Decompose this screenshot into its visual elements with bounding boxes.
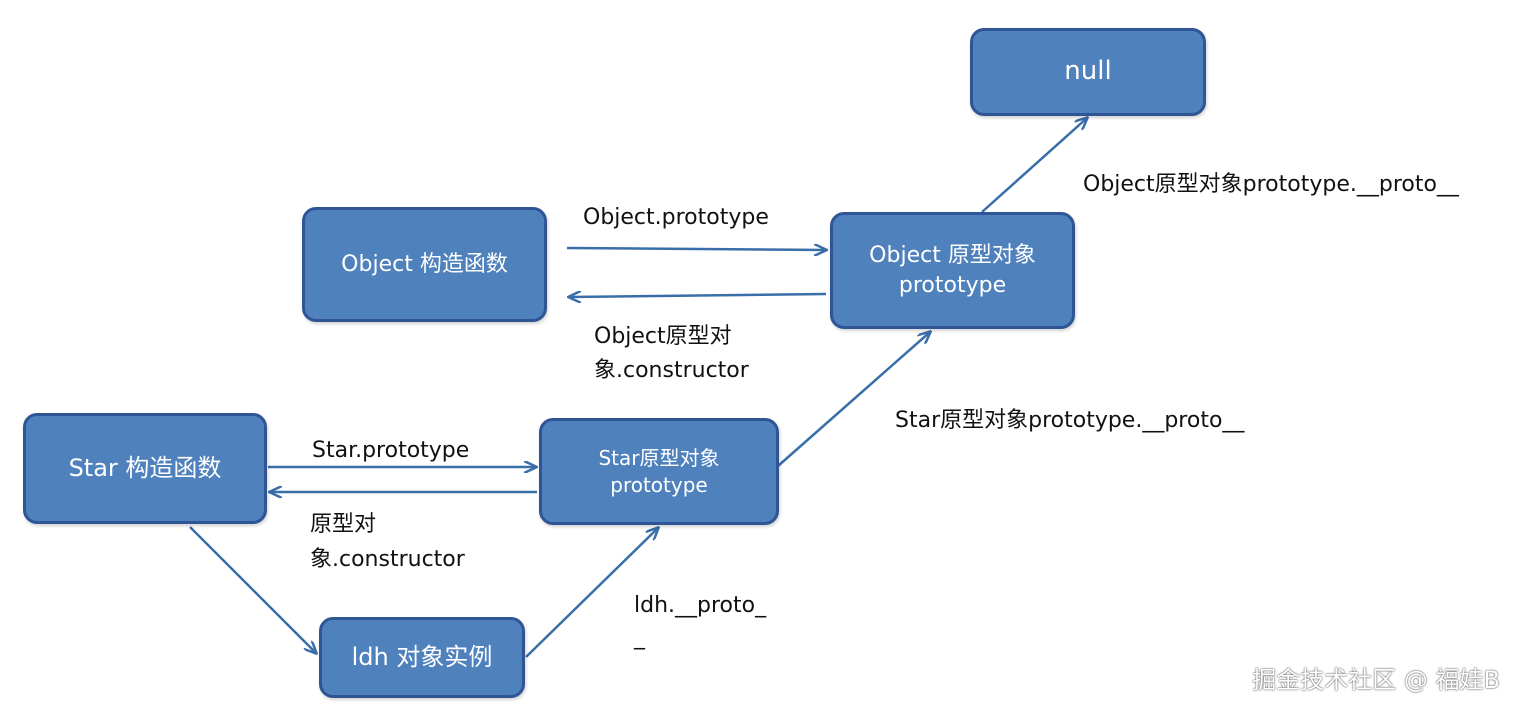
edge-label-object-proto-chain: Object原型对象prototype.__proto__ [1083, 172, 1459, 197]
arrow-ldh-to-star-proto [525, 528, 658, 658]
node-ldh-instance: ldh 对象实例 [319, 617, 525, 698]
node-object-prototype: Object 原型对象 prototype [830, 212, 1075, 329]
node-null-label: null [1064, 56, 1112, 87]
arrow-object-proto-to-object-ctor [569, 294, 827, 297]
edge-label-star-constructor-line2: 象.constructor [310, 547, 465, 573]
edge-label-star-proto-chain: Star原型对象prototype.__proto__ [895, 408, 1245, 433]
node-object-prototype-line2: prototype [898, 272, 1007, 298]
edge-label-object-constructor-line2: 象.constructor [594, 358, 749, 384]
edge-label-object-constructor-line1: Object原型对 [594, 324, 732, 349]
arrow-star-ctor-to-ldh [189, 526, 316, 653]
watermark: 掘金技术社区 @ 福娃B [1252, 666, 1500, 694]
node-null: null [970, 28, 1206, 116]
edge-label-ldh-proto: ldh.__proto_ _ [634, 590, 766, 654]
arrow-star-proto-to-object-proto [777, 332, 930, 467]
edge-label-object-prototype: Object.prototype [583, 205, 769, 230]
node-star-prototype-line1: Star原型对象 [598, 445, 720, 470]
edge-label-star-constructor: 原型对 象.constructor [310, 507, 465, 577]
node-star-constructor-label: Star 构造函数 [68, 454, 222, 483]
node-object-constructor-label: Object 构造函数 [341, 251, 508, 277]
node-star-prototype-line2: prototype [610, 472, 708, 497]
arrow-object-ctor-to-object-proto [566, 248, 826, 250]
edge-label-ldh-proto-line2: _ [634, 624, 645, 650]
edge-label-star-constructor-line1: 原型对 [310, 512, 377, 537]
edge-label-object-constructor: Object原型对 象.constructor [594, 320, 749, 388]
node-object-constructor: Object 构造函数 [302, 207, 547, 322]
node-object-prototype-line1: Object 原型对象 [869, 242, 1036, 268]
node-star-prototype: Star原型对象 prototype [539, 418, 779, 525]
edge-label-star-prototype: Star.prototype [312, 438, 470, 463]
node-ldh-instance-label: ldh 对象实例 [351, 643, 493, 672]
arrow-object-proto-to-null [981, 118, 1087, 213]
node-star-constructor: Star 构造函数 [23, 413, 267, 524]
edge-label-ldh-proto-line1: ldh.__proto_ [634, 593, 767, 618]
